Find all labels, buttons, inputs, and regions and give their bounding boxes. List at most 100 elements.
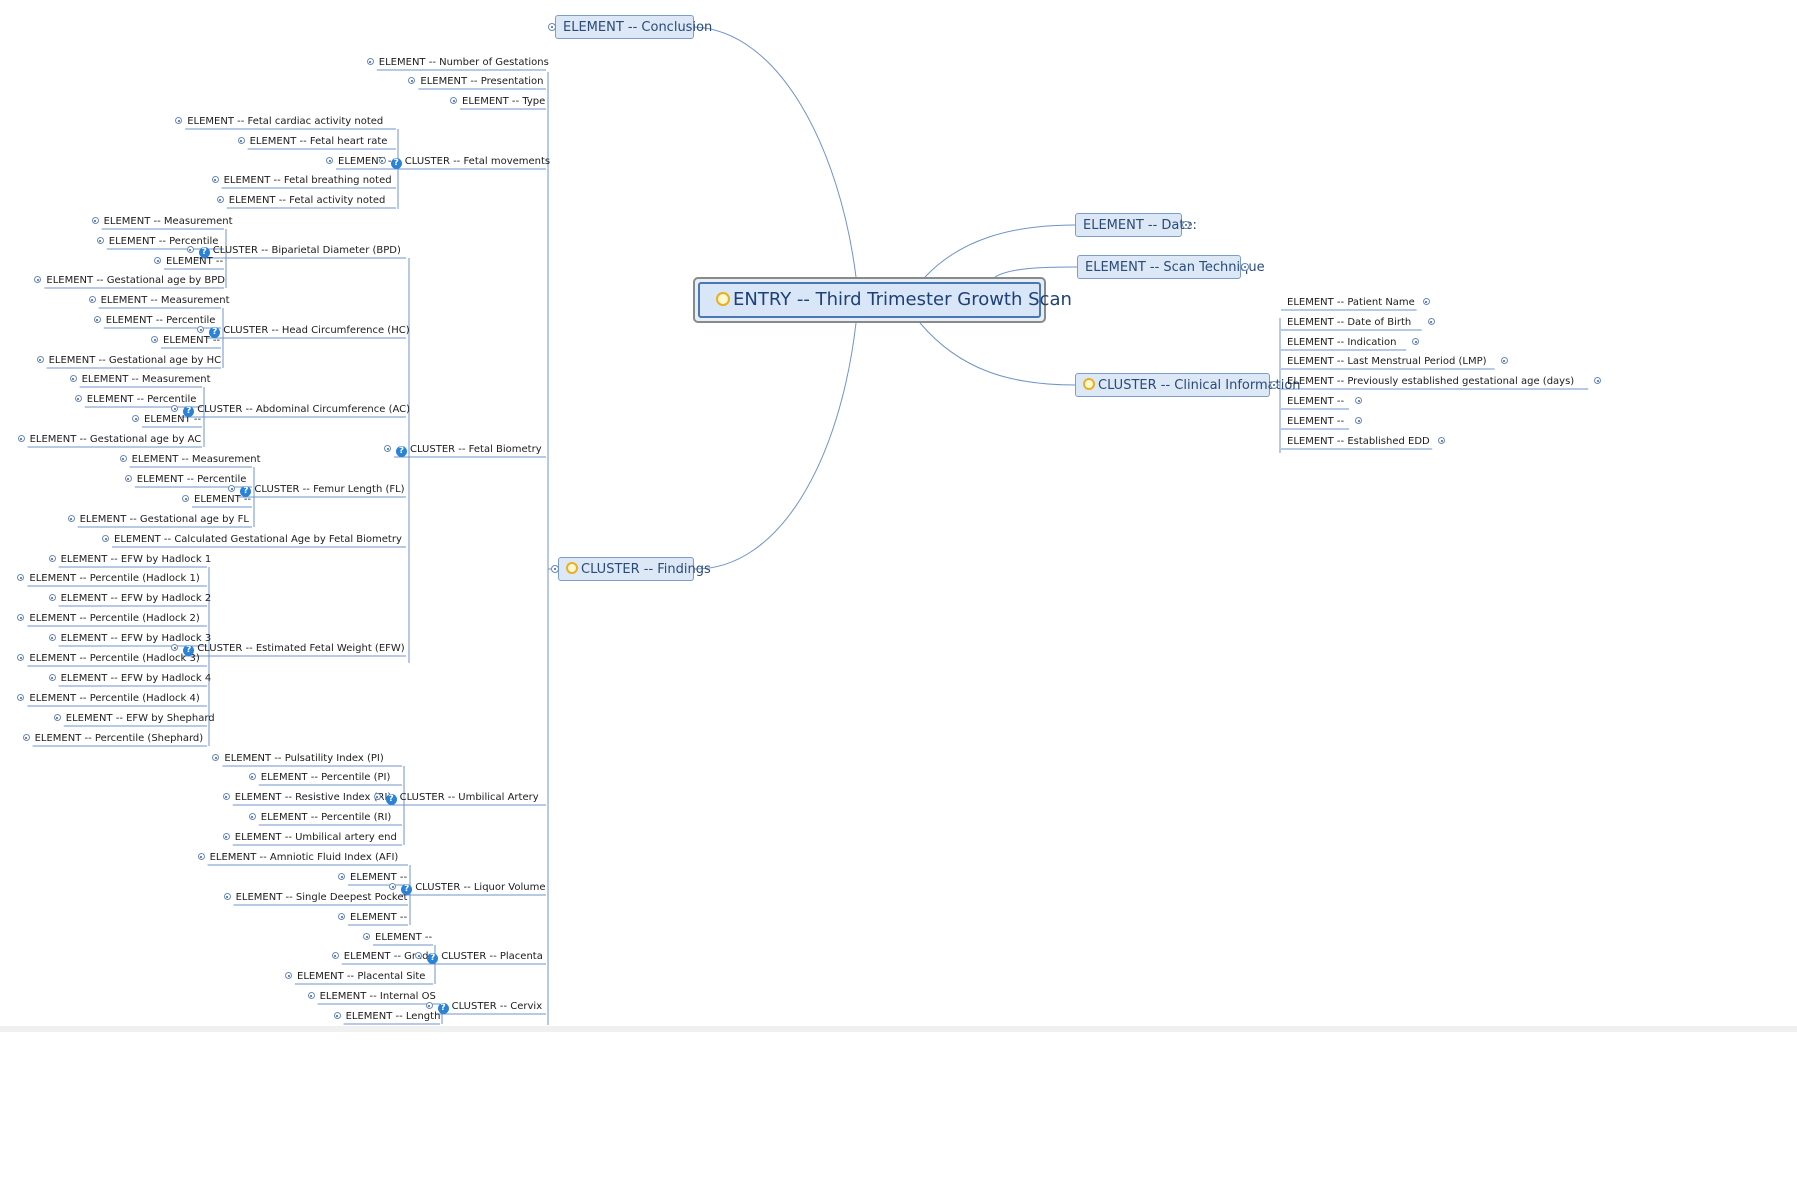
fl-item[interactable]: ELEMENT -- Gestational age by FL — [67, 512, 249, 527]
hc-item-expand-button[interactable] — [151, 336, 158, 343]
cervix-item-expand-button[interactable] — [333, 1012, 341, 1019]
fetal-biometry-cluster-expand-button[interactable] — [384, 445, 391, 452]
efw-item-expand-button[interactable] — [17, 654, 25, 661]
clinical-item[interactable]: ELEMENT -- Patient Name — [1287, 295, 1430, 310]
umbilical-item[interactable]: ELEMENT -- Resistive Index (RI) — [222, 790, 391, 805]
fetal-movements-item-expand-button[interactable] — [237, 137, 245, 144]
placenta-cluster[interactable]: ?CLUSTER -- Placenta — [415, 949, 543, 964]
umbilical-item[interactable]: ELEMENT -- Pulsatility Index (PI) — [212, 751, 384, 766]
liquor-item-expand-button[interactable] — [223, 893, 231, 900]
umbilical-item[interactable]: ELEMENT -- Percentile (PI) — [248, 770, 390, 785]
clinical-item-expand-button[interactable] — [1422, 298, 1430, 305]
hc-cluster-expand-button[interactable] — [197, 326, 205, 333]
fl-item-expand-button[interactable] — [182, 495, 189, 502]
placenta-item[interactable]: ELEMENT -- — [363, 930, 432, 945]
clinical-item[interactable]: ELEMENT -- Established EDD — [1287, 434, 1446, 449]
scan-technique-node[interactable]: ELEMENT -- Scan Technique — [1077, 255, 1265, 279]
efw-item-expand-button[interactable] — [48, 555, 56, 562]
scan-technique-expand-button[interactable] — [1241, 263, 1249, 271]
central-topic[interactable]: ENTRY -- Third Trimester Growth Scan — [693, 277, 1072, 323]
ac-item[interactable]: ELEMENT -- Gestational age by AC — [17, 432, 201, 447]
liquor-cluster-expand-button[interactable] — [389, 883, 397, 890]
efw-item[interactable]: ELEMENT -- EFW by Hadlock 3 — [48, 631, 211, 646]
efw-item[interactable]: ELEMENT -- Percentile (Hadlock 1) — [17, 571, 200, 586]
efw-item-expand-button[interactable] — [17, 614, 25, 621]
ac-cluster[interactable]: ?CLUSTER -- Abdominal Circumference (AC) — [171, 402, 410, 417]
presentation-expand-button[interactable] — [408, 77, 416, 84]
ac-item-expand-button[interactable] — [132, 415, 139, 422]
clinical-item[interactable]: ELEMENT -- Indication — [1287, 335, 1420, 350]
bpd-item[interactable]: ELEMENT -- — [154, 254, 223, 269]
placenta-item-expand-button[interactable] — [331, 952, 339, 959]
efw-item[interactable]: ELEMENT -- EFW by Hadlock 4 — [48, 671, 211, 686]
efw-item[interactable]: ELEMENT -- Percentile (Hadlock 4) — [17, 691, 200, 706]
umbilical-item-expand-button[interactable] — [248, 773, 256, 780]
liquor-cluster[interactable]: ?CLUSTER -- Liquor Volume — [389, 880, 546, 895]
calculated-ga-expand-button[interactable] — [102, 535, 109, 542]
fetal-movements-item-expand-button[interactable] — [175, 117, 183, 124]
findings-node[interactable]: CLUSTER -- Findings — [558, 557, 711, 581]
clinical-item-expand-button[interactable] — [1412, 338, 1420, 345]
placenta-item[interactable]: ELEMENT -- Placental Site — [285, 969, 425, 984]
hc-item[interactable]: ELEMENT -- — [151, 333, 220, 348]
clinical-item[interactable]: ELEMENT -- — [1287, 414, 1362, 429]
conclusion-collapse-button[interactable] — [548, 23, 556, 31]
efw-item-expand-button[interactable] — [48, 594, 56, 601]
placenta-cluster-expand-button[interactable] — [415, 952, 423, 959]
hc-item-expand-button[interactable] — [88, 296, 96, 303]
efw-item[interactable]: ELEMENT -- EFW by Shephard — [53, 711, 215, 726]
liquor-item[interactable]: ELEMENT -- Single Deepest Pocket — [223, 890, 407, 905]
umbilical-item-expand-button[interactable] — [212, 754, 220, 761]
clinical-item-expand-button[interactable] — [1438, 437, 1446, 444]
fetal-movements-item[interactable]: ELEMENT -- Fetal breathing noted — [211, 173, 392, 188]
clinical-collapse-button[interactable] — [1270, 381, 1278, 389]
cervix-cluster[interactable]: ?CLUSTER -- Cervix — [425, 999, 542, 1014]
clinical-item-expand-button[interactable] — [1500, 357, 1508, 364]
liquor-item-expand-button[interactable] — [338, 913, 345, 920]
bpd-item[interactable]: ELEMENT -- Gestational age by BPD — [34, 273, 225, 288]
ac-item[interactable]: ELEMENT -- — [132, 412, 201, 427]
efw-item[interactable]: ELEMENT -- Percentile (Shephard) — [22, 731, 203, 746]
umbilical-item[interactable]: ELEMENT -- Percentile (RI) — [248, 810, 391, 825]
fetal-movements-item[interactable]: ELEMENT -- Fetal heart rate — [237, 134, 387, 149]
bpd-item-expand-button[interactable] — [154, 257, 161, 264]
ac-item[interactable]: ELEMENT -- Measurement — [69, 372, 211, 387]
fetal-movements-cluster-expand-button[interactable] — [378, 157, 386, 164]
fl-item-expand-button[interactable] — [119, 455, 127, 462]
clinical-item-expand-button[interactable] — [1355, 397, 1362, 404]
bpd-item-expand-button[interactable] — [91, 217, 99, 224]
fetal-movements-item[interactable]: ELEMENT -- Fetal cardiac activity noted — [175, 114, 383, 129]
fetal-movements-item-expand-button[interactable] — [211, 176, 219, 183]
ac-item-expand-button[interactable] — [74, 395, 82, 402]
clinical-item-expand-button[interactable] — [1427, 318, 1435, 325]
umbilical-item-expand-button[interactable] — [222, 793, 230, 800]
bpd-cluster[interactable]: ?CLUSTER -- Biparietal Diameter (BPD) — [186, 243, 401, 258]
fl-cluster[interactable]: ?CLUSTER -- Femur Length (FL) — [228, 482, 405, 497]
ac-item-expand-button[interactable] — [69, 375, 77, 382]
liquor-item[interactable]: ELEMENT -- Amniotic Fluid Index (AFI) — [197, 850, 398, 865]
date-expand-button[interactable] — [1182, 221, 1190, 229]
hc-item-expand-button[interactable] — [36, 356, 44, 363]
fetal-movements-item-expand-button[interactable] — [326, 157, 333, 164]
findings-collapse-button[interactable] — [551, 565, 559, 573]
ac-item[interactable]: ELEMENT -- Percentile — [74, 392, 196, 407]
efw-item[interactable]: ELEMENT -- Percentile (Hadlock 2) — [17, 611, 200, 626]
umbilical-item[interactable]: ELEMENT -- Umbilical artery end — [222, 830, 397, 845]
efw-cluster-expand-button[interactable] — [171, 644, 179, 651]
clinical-item[interactable]: ELEMENT -- — [1287, 394, 1362, 409]
date-node[interactable]: ELEMENT -- Date: — [1075, 213, 1197, 237]
conclusion-node[interactable]: ELEMENT -- Conclusion — [555, 15, 712, 39]
bpd-item-expand-button[interactable] — [96, 237, 104, 244]
presentation[interactable]: ELEMENT -- Presentation — [408, 74, 544, 89]
efw-item-expand-button[interactable] — [53, 714, 61, 721]
type[interactable]: ELEMENT -- Type — [450, 94, 545, 109]
clinical-item-expand-button[interactable] — [1594, 377, 1602, 384]
efw-item-expand-button[interactable] — [48, 634, 56, 641]
horizontal-scrollbar[interactable] — [0, 1026, 1797, 1032]
hc-item[interactable]: ELEMENT -- Measurement — [88, 293, 230, 308]
bpd-cluster-expand-button[interactable] — [186, 246, 194, 253]
cervix-item[interactable]: ELEMENT -- Internal OS — [307, 989, 436, 1004]
umbilical-item-expand-button[interactable] — [222, 833, 230, 840]
efw-item[interactable]: ELEMENT -- Percentile (Hadlock 3) — [17, 651, 200, 666]
hc-cluster[interactable]: ?CLUSTER -- Head Circumference (HC) — [197, 323, 410, 338]
